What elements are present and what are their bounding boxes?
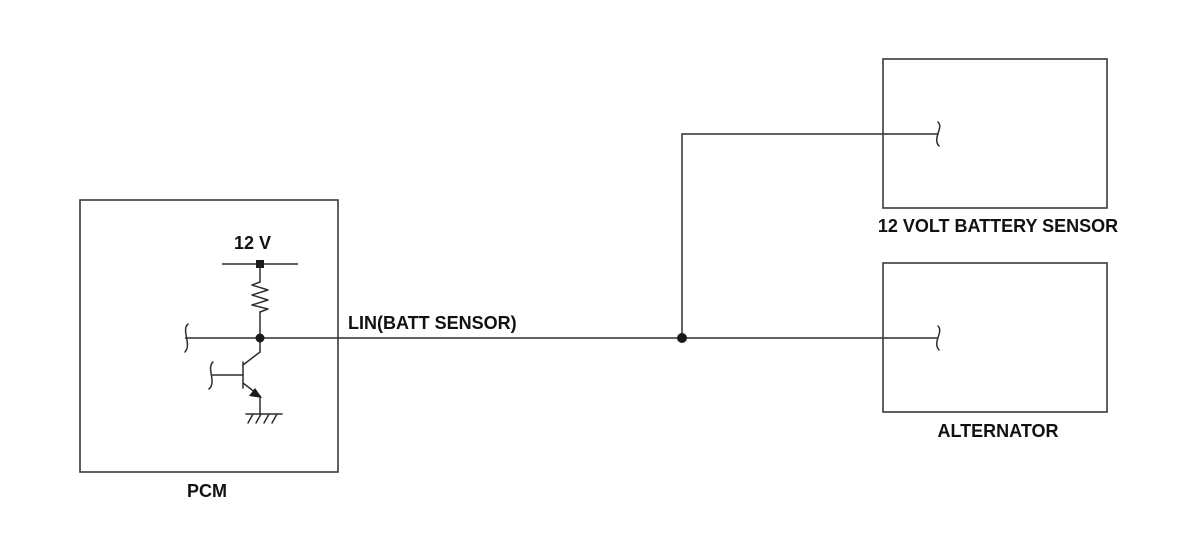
connector-icon xyxy=(184,323,189,353)
splice-junction-dot xyxy=(677,333,687,343)
battery-sensor-module: 12 VOLT BATTERY SENSOR xyxy=(878,58,1118,236)
connector-icon xyxy=(935,325,941,351)
lin-wiring: LIN(BATT SENSOR) xyxy=(338,133,938,343)
pcm-junction-dot xyxy=(255,333,265,343)
wire-label: LIN(BATT SENSOR) xyxy=(348,313,517,333)
pcm-label: PCM xyxy=(187,481,227,501)
alternator-module: ALTERNATOR xyxy=(882,262,1108,441)
supply-label: 12 V xyxy=(234,233,271,253)
transistor-icon xyxy=(208,337,262,415)
connector-icon xyxy=(935,121,941,147)
alternator-label: ALTERNATOR xyxy=(938,421,1059,441)
ground-icon xyxy=(245,413,283,424)
lin-branch-wire xyxy=(681,133,938,338)
pcm-box xyxy=(79,199,339,473)
power-terminal-icon xyxy=(256,260,264,268)
battery-sensor-box xyxy=(882,58,1108,209)
resistor-icon xyxy=(251,267,269,339)
battery-sensor-label: 12 VOLT BATTERY SENSOR xyxy=(878,216,1118,236)
alternator-box xyxy=(882,262,1108,413)
pcm-module: 12 V PCM xyxy=(79,199,339,501)
